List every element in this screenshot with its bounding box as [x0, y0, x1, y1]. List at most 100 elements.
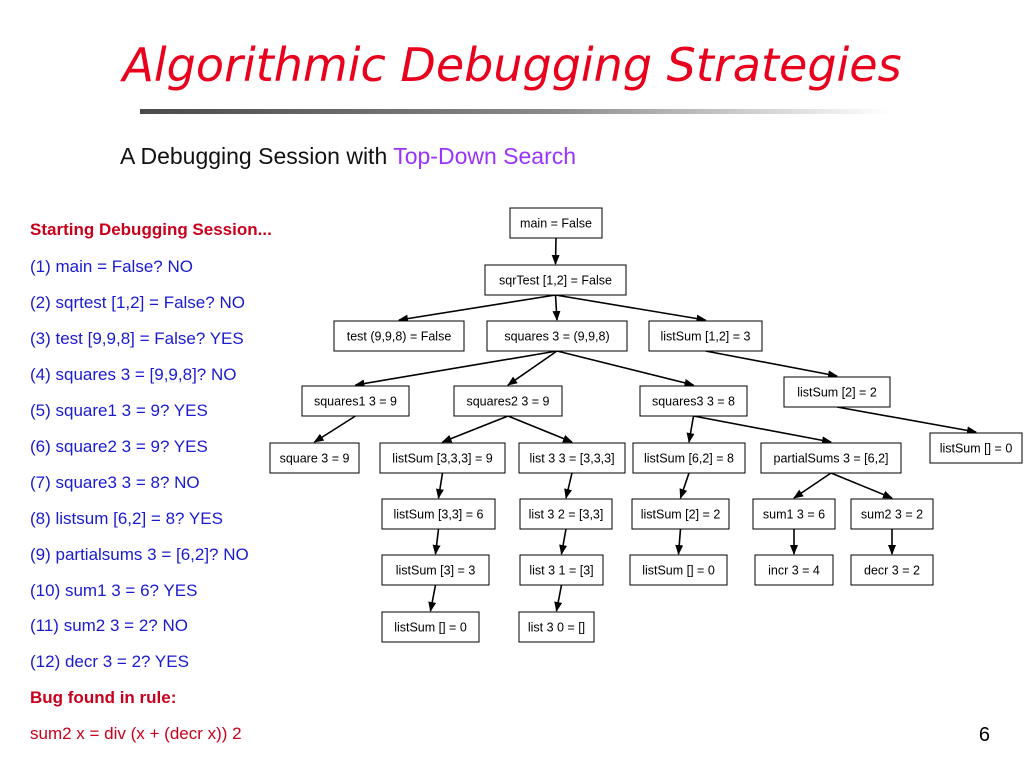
session-question-4: (4) squares 3 = [9,9,8]? NO: [30, 365, 237, 384]
tree-node-squares1: squares1 3 = 9: [301, 385, 410, 417]
tree-node-label: listSum [] = 0: [394, 621, 467, 635]
tree-edge-listSum333-listSum33: [435, 472, 444, 499]
tree-node-label: squares1 3 = 9: [314, 395, 397, 409]
tree-node-box: [639, 385, 748, 417]
tree-edge-listSum33-listSum3: [432, 528, 441, 555]
tree-node-box: [752, 498, 836, 530]
tree-edge-squares2-listSum333: [441, 415, 509, 443]
tree-node-box: [760, 442, 902, 474]
tree-node-decr: decr 3 = 2: [850, 554, 934, 586]
tree-edge-squares2-list33: [507, 415, 573, 443]
tree-edge-squares1-square: [313, 415, 356, 443]
tree-node-label: listSum [3,3] = 6: [394, 508, 484, 522]
tree-node-box: [486, 320, 628, 352]
tree-node-label: sum2 3 = 2: [861, 508, 923, 522]
tree-edge-listSum62-listSum2b: [679, 472, 690, 499]
tree-node-listSum2a: listSum [2] = 2: [783, 376, 891, 408]
tree-edges: [313, 237, 977, 612]
session-question-9: (9) partialsums 3 = [6,2]? NO: [30, 545, 249, 564]
tree-node-box: [648, 320, 763, 352]
tree-node-label: squares3 3 = 8: [652, 395, 735, 409]
tree-edge-list32-list31: [559, 528, 568, 555]
tree-node-label: decr 3 = 2: [864, 564, 920, 578]
tree-edge-squares-squares2: [507, 350, 558, 386]
tree-node-label: listSum [3,3,3] = 9: [392, 452, 492, 466]
tree-node-main: main = False: [509, 207, 603, 239]
tree-edge-sqrTest-squares: [552, 294, 561, 321]
tree-node-label: list 3 0 = []: [528, 621, 585, 635]
tree-node-label: listSum [] = 0: [940, 442, 1013, 456]
tree-edge-list31-list30: [554, 584, 563, 612]
tree-node-box: [518, 442, 626, 474]
title-underline: [140, 109, 890, 114]
tree-edge-listSum2a-listSumEmptyA: [836, 406, 977, 435]
session-start-label: Starting Debugging Session...: [30, 220, 272, 239]
tree-node-box: [381, 554, 490, 586]
session-question-5: (5) square1 3 = 9? YES: [30, 401, 208, 420]
session-question-7: (7) square3 3 = 8? NO: [30, 473, 200, 492]
tree-node-label: listSum [1,2] = 3: [661, 330, 751, 344]
session-question-8: (8) listsum [6,2] = 8? YES: [30, 509, 223, 528]
tree-node-label: listSum [6,2] = 8: [644, 452, 734, 466]
tree-node-label: list 3 1 = [3]: [529, 564, 593, 578]
tree-node-box: [850, 498, 934, 530]
tree-edge-main-sqrTest: [551, 237, 560, 265]
tree-node-listSum62: listSum [6,2] = 8: [632, 442, 746, 474]
session-question-1: (1) main = False? NO: [30, 257, 193, 276]
tree-edge-squares3-partialSums: [693, 415, 832, 445]
tree-node-box: [929, 432, 1023, 464]
tree-node-label: incr 3 = 4: [768, 564, 820, 578]
tree-node-box: [631, 498, 730, 530]
tree-node-box: [381, 498, 496, 530]
tree-node-list33: list 3 3 = [3,3,3]: [518, 442, 626, 474]
tree-node-box: [269, 442, 360, 474]
tree-node-label: list 3 3 = [3,3,3]: [529, 452, 614, 466]
subtitle-prefix: A Debugging Session with: [120, 143, 394, 169]
tree-node-label: sum1 3 = 6: [763, 508, 825, 522]
tree-node-box: [629, 554, 728, 586]
tree-edge-sqrTest-listSum12: [555, 294, 707, 323]
tree-node-box: [484, 264, 627, 296]
slide-title: Algorithmic Debugging Strategies: [122, 38, 902, 92]
bug-found-label: Bug found in rule:: [30, 688, 177, 707]
tree-node-squares: squares 3 = (9,9,8): [486, 320, 628, 352]
tree-node-listSum3: listSum [3] = 3: [381, 554, 490, 586]
tree-node-test: test (9,9,8) = False: [333, 320, 465, 352]
tree-node-sqrTest: sqrTest [1,2] = False: [484, 264, 627, 296]
tree-node-box: [509, 207, 603, 239]
tree-edge-squares3-listSum62: [686, 415, 695, 443]
tree-node-label: sqrTest [1,2] = False: [499, 274, 612, 288]
tree-node-label: listSum [] = 0: [642, 564, 715, 578]
tree-node-listSum33: listSum [3,3] = 6: [381, 498, 496, 530]
tree-edge-partialSums-sum1: [793, 472, 832, 499]
tree-node-box: [632, 442, 746, 474]
tree-node-box: [379, 442, 506, 474]
tree-node-label: main = False: [520, 217, 592, 231]
tree-node-label: listSum [3] = 3: [396, 564, 476, 578]
tree-node-sum1: sum1 3 = 6: [752, 498, 836, 530]
tree-edge-sqrTest-test: [398, 294, 556, 323]
tree-node-partialSums: partialSums 3 = [6,2]: [760, 442, 902, 474]
tree-edge-squares-squares1: [354, 350, 558, 388]
session-question-10: (10) sum1 3 = 6? YES: [30, 581, 198, 600]
tree-node-box: [333, 320, 465, 352]
session-question-2: (2) sqrtest [1,2] = False? NO: [30, 293, 245, 312]
tree-node-box: [783, 376, 891, 408]
tree-edge-listSum3-listSumEmptyC: [428, 584, 437, 612]
tree-node-box: [519, 498, 613, 530]
tree-node-label: square 3 = 9: [280, 452, 350, 466]
session-question-11: (11) sum2 3 = 2? NO: [30, 616, 188, 635]
tree-node-sum2: sum2 3 = 2: [850, 498, 934, 530]
session-question-3: (3) test [9,9,8] = False? YES: [30, 329, 244, 348]
tree-node-listSumEmptyC: listSum [] = 0: [381, 611, 480, 643]
slide-subtitle: A Debugging Session with Top-Down Search: [120, 143, 576, 170]
tree-node-box: [453, 385, 563, 417]
tree-node-list30: list 3 0 = []: [518, 611, 595, 643]
tree-node-box: [518, 611, 595, 643]
tree-node-label: squares 3 = (9,9,8): [504, 330, 609, 344]
tree-node-box: [519, 554, 604, 586]
tree-node-box: [754, 554, 834, 586]
tree-node-listSum333: listSum [3,3,3] = 9: [379, 442, 506, 474]
page-number: 6: [978, 724, 990, 746]
